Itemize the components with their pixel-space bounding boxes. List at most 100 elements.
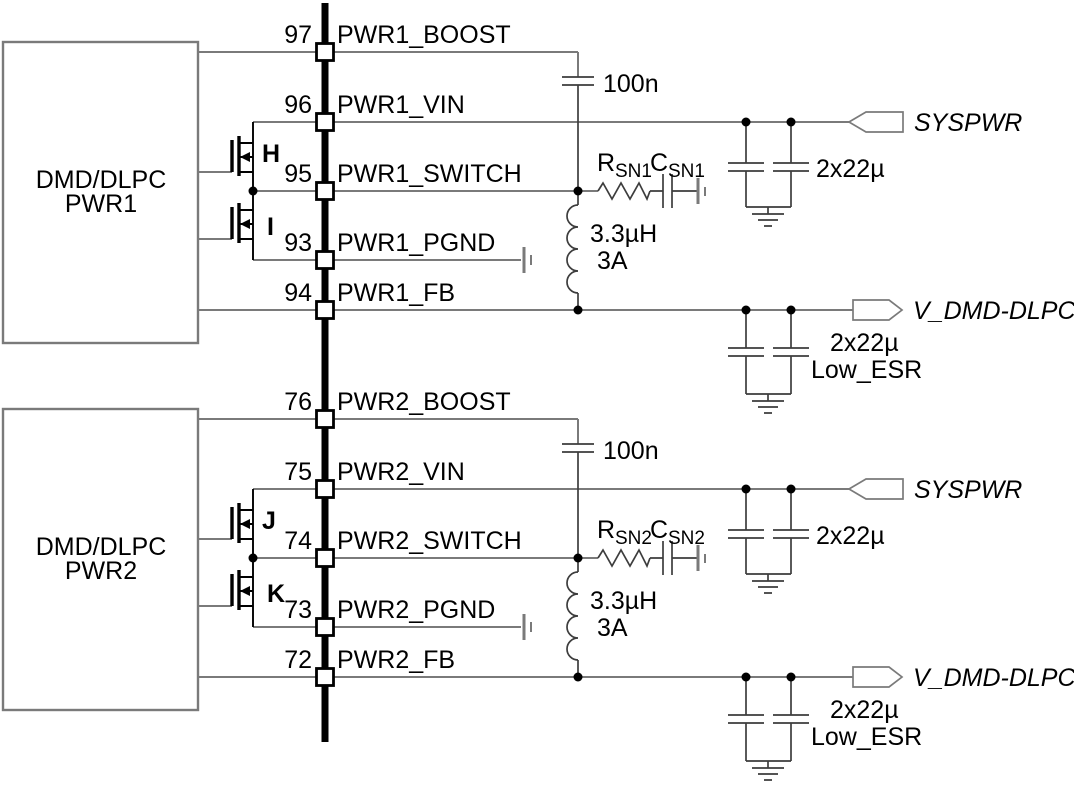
junction-dot [786, 672, 796, 682]
pin-number: 72 [284, 646, 312, 674]
junction-dot [248, 553, 258, 563]
net-tag-output [852, 299, 904, 321]
junction-dot [573, 672, 583, 682]
pin-number: 96 [284, 91, 312, 119]
input-capacitors [728, 489, 809, 594]
snubber-c-label: C [650, 516, 668, 544]
junction-dot [573, 305, 583, 315]
output-net-label: V_DMD-DLPC-2 [913, 664, 1074, 692]
block-title-line2: PWR1 [65, 190, 137, 218]
junction-dot [786, 484, 796, 494]
snubber-r-sub: SN1 [615, 161, 652, 182]
earth-ground-icon [752, 580, 784, 594]
fet-label-high: J [262, 507, 276, 535]
mosfet-low-side [230, 203, 253, 243]
pin-number: 97 [284, 21, 312, 49]
snubber-resistor [597, 548, 651, 569]
junction-dot [573, 553, 583, 563]
junction-dot [786, 117, 796, 127]
inductor-coil [566, 571, 579, 661]
snubber-resistor [597, 181, 651, 202]
output-cap-value: 2x22µ [830, 329, 899, 357]
pin-square-vin [315, 479, 335, 499]
pin-number: 74 [284, 527, 312, 555]
output-cap-note: Low_ESR [811, 723, 922, 751]
inductor-value: 3.3µH [590, 587, 657, 615]
pin-square-fb [315, 667, 335, 687]
block-title-line1: DMD/DLPC [36, 166, 167, 194]
block-title-line1: DMD/DLPC [36, 533, 167, 561]
earth-ground-icon [752, 767, 784, 781]
pin-square-boost [315, 42, 335, 62]
pin-square-vin [315, 112, 335, 132]
boost-cap-value: 100n [603, 70, 659, 98]
input-cap-value: 2x22µ [816, 522, 885, 550]
dmd-dlpc-block [1, 40, 200, 345]
inductor-value: 3.3µH [590, 220, 657, 248]
snubber-capacitor [662, 174, 673, 208]
pin-square-switch [315, 548, 335, 568]
fet-label-low: I [267, 213, 274, 241]
fet-arrow-icon [240, 586, 250, 596]
wire-boost [198, 51, 579, 77]
pin-name: PWR2_VIN [337, 458, 465, 486]
junction-dot [248, 186, 258, 196]
snubber-capacitor [662, 541, 673, 575]
mosfet-low-side [230, 570, 253, 610]
input-cap-value: 2x22µ [816, 155, 885, 183]
pin-name: PWR1_VIN [337, 91, 465, 119]
mosfet-high-side [230, 503, 253, 543]
pin-name: PWR2_FB [337, 646, 455, 674]
pin-name: PWR1_FB [337, 279, 455, 307]
input-net-label: SYSPWR [914, 476, 1022, 504]
output-capacitors [728, 677, 809, 781]
net-tag-syspwr [847, 478, 904, 500]
pin-number: 76 [284, 388, 312, 416]
boost-cap-value: 100n [603, 437, 659, 465]
pwr-channel-2: DMD/DLPC PWR2 76 PWR2_BOOST 75 PWR2_VIN … [1, 388, 1074, 781]
snubber-network [597, 541, 706, 575]
pin-square-fb [315, 300, 335, 320]
junction-dot [786, 305, 796, 315]
pin-number: 94 [284, 279, 312, 307]
pin-number: 95 [284, 160, 312, 188]
fet-arrow-icon [240, 152, 250, 162]
pin-square-boost [315, 409, 335, 429]
snubber-r-label: R [597, 149, 615, 177]
pin-name: PWR1_SWITCH [337, 160, 522, 188]
snubber-network [597, 174, 706, 208]
output-net-label: V_DMD-DLPC-1 [913, 297, 1074, 325]
wire-gate-leads [198, 538, 232, 607]
snubber-r-label: R [597, 516, 615, 544]
junction-dot [741, 305, 751, 315]
snubber-c-label: C [650, 149, 668, 177]
snubber-r-sub: SN2 [615, 528, 652, 549]
pin-number: 93 [284, 229, 312, 257]
fet-arrow-icon [240, 519, 250, 529]
mosfet-high-side [230, 136, 253, 176]
output-cap-value: 2x22µ [830, 696, 899, 724]
fet-arrow-icon [240, 219, 250, 229]
output-cap-note: Low_ESR [811, 356, 922, 384]
net-tag-output [852, 666, 904, 688]
junction-dot [741, 484, 751, 494]
earth-ground-icon [752, 213, 784, 227]
junction-dot [741, 672, 751, 682]
snubber-c-sub: SN1 [668, 161, 705, 182]
pin-square-pgnd [315, 617, 335, 637]
pin-number: 75 [284, 458, 312, 486]
pin-name: PWR2_BOOST [337, 388, 511, 416]
output-capacitors [728, 310, 809, 414]
input-capacitors [728, 122, 809, 227]
dmd-dlpc-block [1, 407, 200, 712]
pwr-channel-1: DMD/DLPC PWR1 97 PWR1_BOOST 96 PWR1_VIN … [1, 21, 1074, 414]
earth-ground-icon [752, 400, 784, 414]
pin-number: 73 [284, 596, 312, 624]
pin-name: PWR1_BOOST [337, 21, 511, 49]
pin-name: PWR1_PGND [337, 229, 495, 257]
wire-gate-leads [198, 171, 232, 240]
pin-name: PWR2_SWITCH [337, 527, 522, 555]
pin-square-pgnd [315, 250, 335, 270]
